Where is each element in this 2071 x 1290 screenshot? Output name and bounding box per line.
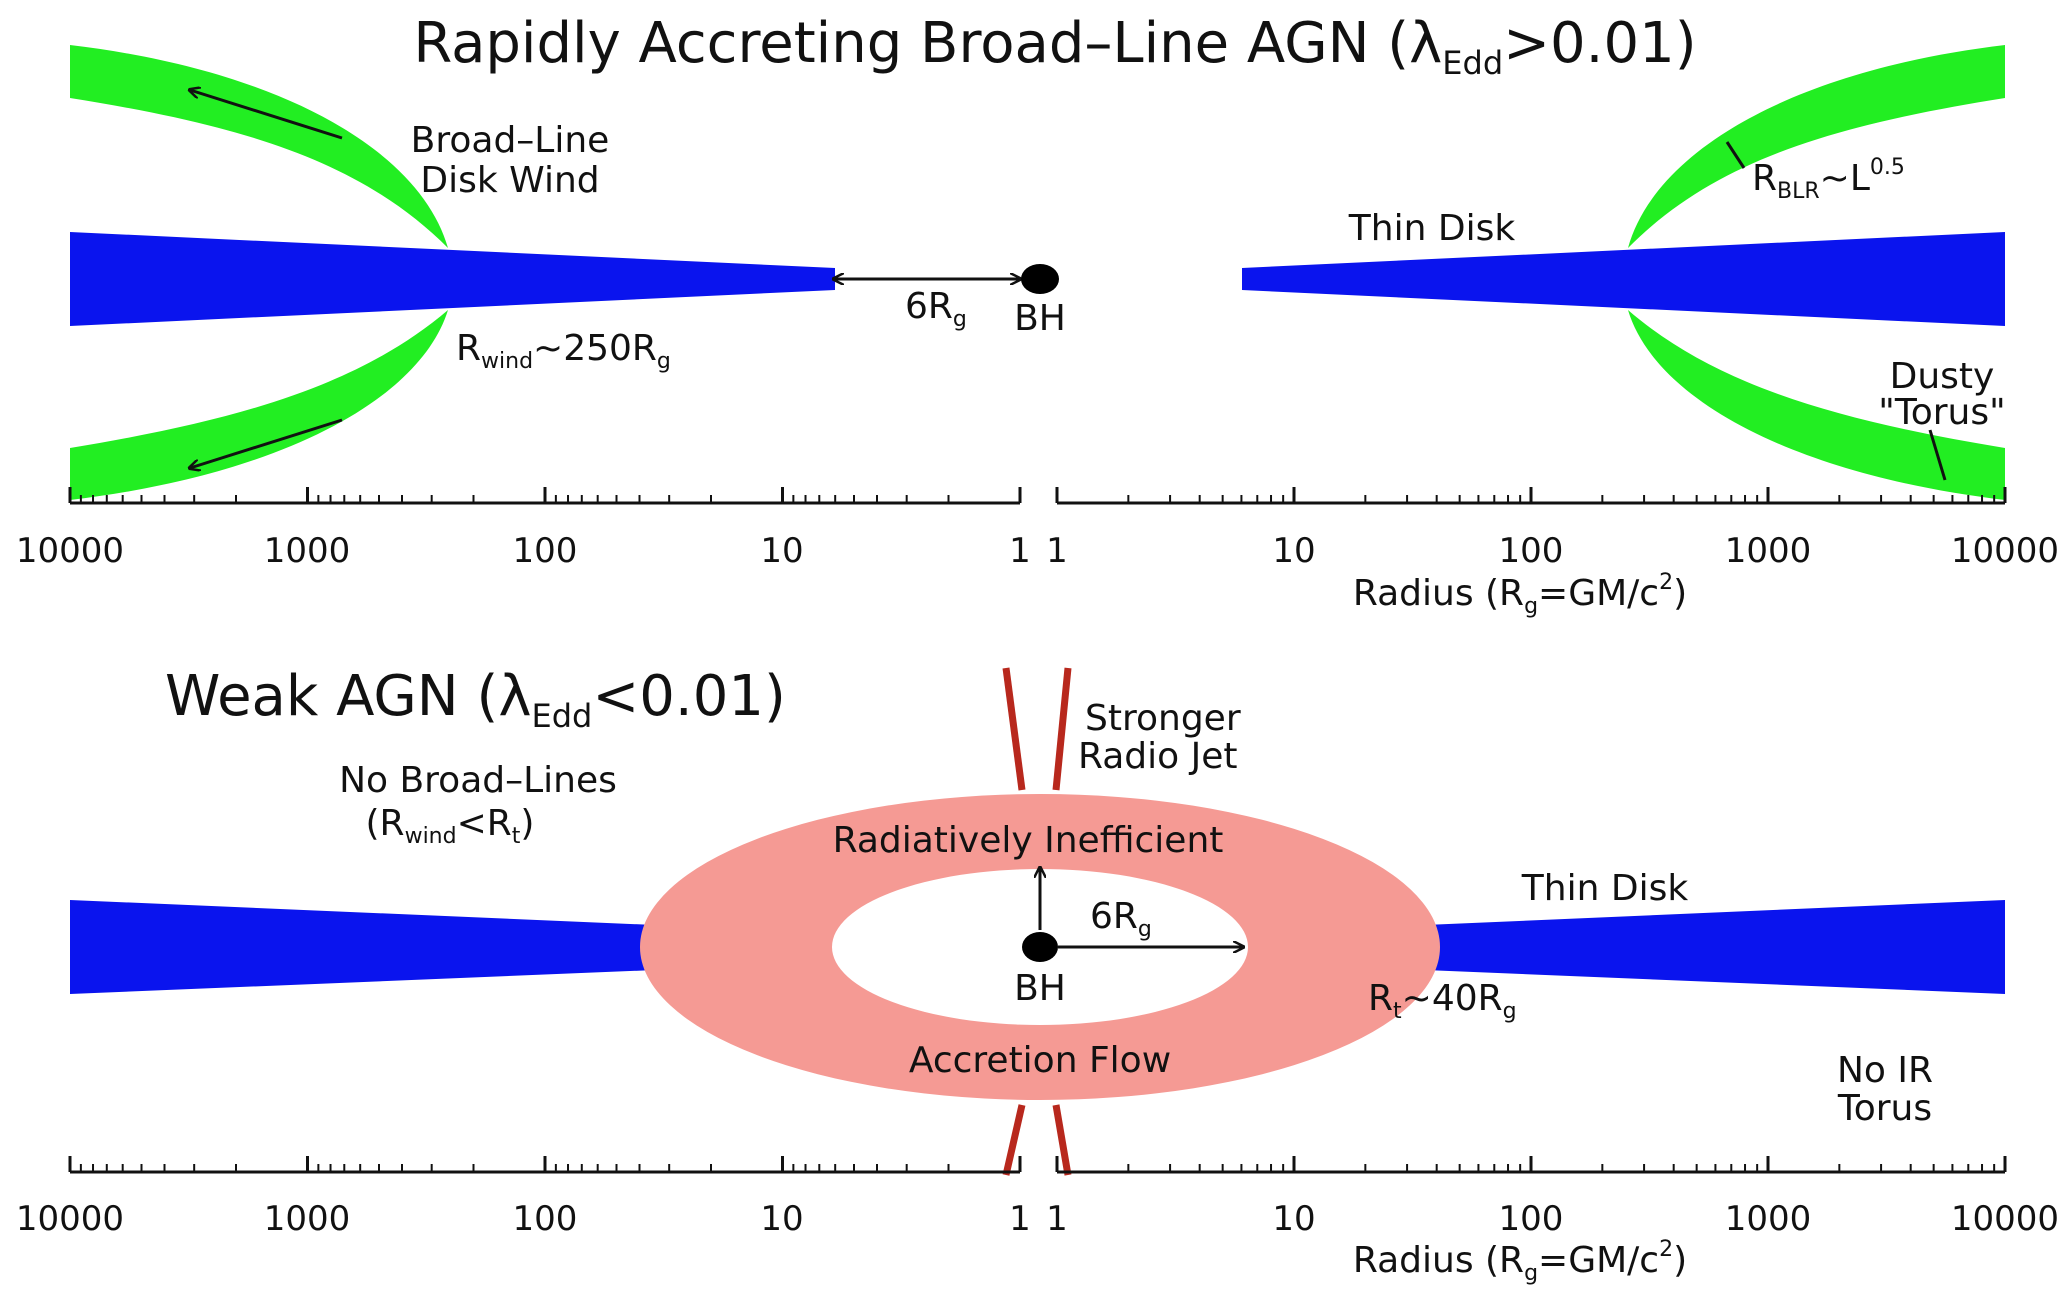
top-tick-label-right-100: 100 xyxy=(1499,531,1564,571)
bottom-tick-label-right-10: 10 xyxy=(1272,1199,1315,1239)
bottom-tick-label-right-1000: 1000 xyxy=(1725,1199,1812,1239)
top-tick-label-right-1: 1 xyxy=(1046,531,1068,571)
rwind-label: Rwind~250Rg xyxy=(456,328,671,374)
torus-pointer-line xyxy=(1928,429,1947,481)
bottom-isco-label: 6Rg xyxy=(1090,896,1152,942)
no-ir-torus-line1: No IR xyxy=(1837,1050,1933,1091)
bottom-axis-title: Radius (Rg=GM/c2) xyxy=(1353,1237,1687,1286)
top-tick-label-right-1000: 1000 xyxy=(1725,531,1812,571)
left-thin-disk xyxy=(70,232,835,326)
bottom-panel-title: Weak AGN (λEdd<0.01) xyxy=(165,664,786,735)
top-right-axis xyxy=(1055,487,2007,505)
rblr-relation-label: RBLR~L0.5 xyxy=(1752,155,1905,204)
bottom-black-hole-icon xyxy=(1022,932,1058,962)
jet-label-line1: Stronger xyxy=(1085,698,1241,739)
top-left-axis xyxy=(68,487,1022,505)
radio-jet-upper-right xyxy=(1052,667,1072,791)
right-upper-dusty-torus xyxy=(1628,45,2005,248)
black-hole-icon xyxy=(1021,264,1059,294)
radio-jet-lower-right xyxy=(1052,1104,1072,1176)
wind-label-line1: Broad–Line xyxy=(411,120,610,161)
bottom-tick-label-left-10: 10 xyxy=(760,1199,803,1239)
top-tick-label-left-1000: 1000 xyxy=(264,531,351,571)
torus-label-line1: Dusty xyxy=(1890,356,1995,397)
right-thin-disk xyxy=(1242,232,2005,326)
top-panel: Rapidly Accreting Broad–Line AGN (λEdd>0… xyxy=(70,11,2006,500)
bottom-tick-label-right-10000: 10000 xyxy=(1951,1199,2059,1239)
rblr-pointer-line xyxy=(1725,141,1746,169)
bottom-radius-axis: 10000 1000 100 10 1 1 10 100 1000 10000 … xyxy=(16,1156,2059,1286)
bottom-right-axis xyxy=(1055,1156,2007,1174)
bottom-left-axis xyxy=(68,1156,1022,1174)
no-broad-lines-label-line2: (Rwind<Rt) xyxy=(366,803,535,849)
radio-jet-lower-left xyxy=(1002,1104,1026,1176)
bottom-left-thin-disk xyxy=(70,900,655,994)
left-lower-disk-wind xyxy=(70,310,448,500)
top-tick-label-right-10000: 10000 xyxy=(1951,531,2059,571)
radio-jet-upper-left xyxy=(1002,667,1026,791)
radiatively-inefficient-accretion-flow xyxy=(640,794,1440,1100)
bottom-panel: Weak AGN (λEdd<0.01) Stronger Radio Jet … xyxy=(70,664,2005,1176)
jet-label-line2: Radio Jet xyxy=(1078,736,1238,777)
bottom-tick-label-right-1: 1 xyxy=(1046,1199,1068,1239)
top-bh-label: BH xyxy=(1014,298,1066,339)
bottom-tick-label-left-1: 1 xyxy=(1009,1199,1031,1239)
lower-wind-direction-arrow xyxy=(190,418,343,468)
left-upper-disk-wind xyxy=(70,45,448,248)
right-lower-dusty-torus xyxy=(1628,310,2005,500)
top-thin-disk-label: Thin Disk xyxy=(1348,208,1516,249)
bottom-thin-disk-label: Thin Disk xyxy=(1521,868,1689,909)
no-ir-torus-line2: Torus xyxy=(1837,1088,1932,1129)
top-panel-title: Rapidly Accreting Broad–Line AGN (λEdd>0… xyxy=(413,11,1696,82)
bottom-bh-label: BH xyxy=(1014,968,1066,1009)
bottom-tick-label-left-1000: 1000 xyxy=(264,1199,351,1239)
upper-wind-direction-arrow xyxy=(190,90,343,140)
top-isco-label: 6Rg xyxy=(905,286,967,332)
bottom-right-thin-disk xyxy=(1425,900,2005,994)
bottom-tick-label-left-10000: 10000 xyxy=(16,1199,124,1239)
torus-label-line2: "Torus" xyxy=(1878,392,2005,433)
top-tick-label-left-10: 10 xyxy=(760,531,803,571)
flow-label-top: Radiatively Inefficient xyxy=(833,820,1224,861)
bottom-tick-label-right-100: 100 xyxy=(1499,1199,1564,1239)
top-tick-label-right-10: 10 xyxy=(1272,531,1315,571)
no-broad-lines-label-line1: No Broad–Lines xyxy=(339,760,617,801)
flow-label-bottom: Accretion Flow xyxy=(909,1040,1171,1081)
top-tick-label-left-10000: 10000 xyxy=(16,531,124,571)
rt-label: Rt~40Rg xyxy=(1368,978,1517,1024)
bottom-tick-label-left-100: 100 xyxy=(513,1199,578,1239)
top-axis-title: Radius (Rg=GM/c2) xyxy=(1353,570,1687,619)
wind-label-line2: Disk Wind xyxy=(420,160,599,201)
top-tick-label-left-100: 100 xyxy=(513,531,578,571)
top-tick-label-left-1: 1 xyxy=(1009,531,1031,571)
top-radius-axis: 10000 1000 100 10 1 1 10 100 1000 10000 … xyxy=(16,487,2059,619)
